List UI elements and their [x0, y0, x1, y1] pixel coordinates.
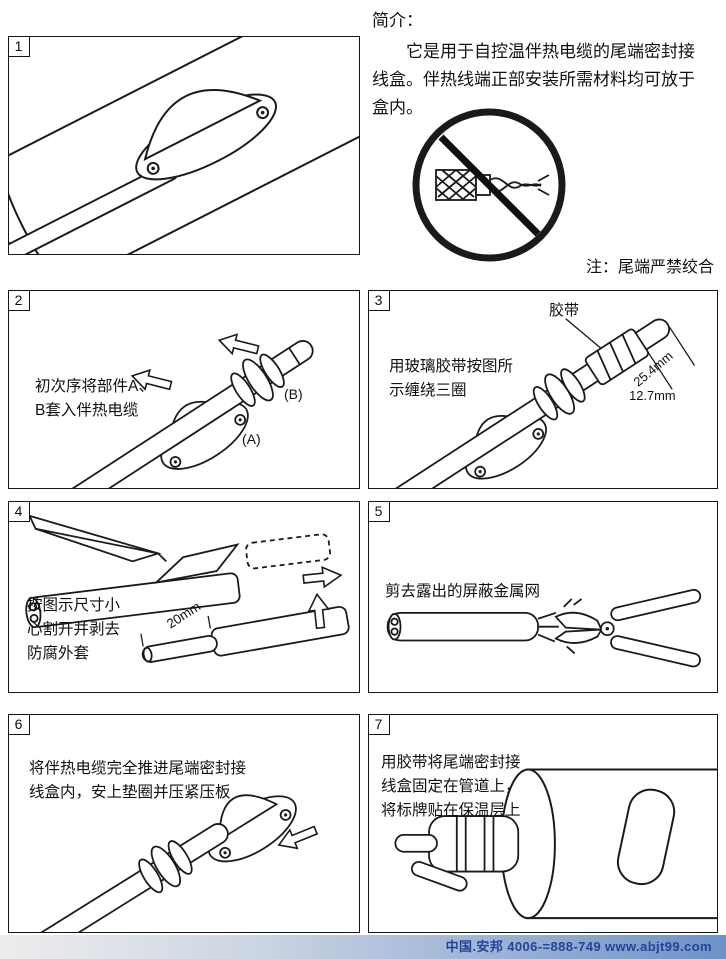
intro-note: 注：尾端严禁绞合: [585, 259, 714, 276]
panel-7-caption: 用胶带将尾端密封接 线盒固定在管道上， 将标牌贴在保温层上: [381, 754, 521, 819]
cable-assembly-group: [9, 340, 314, 488]
cut-bits: [563, 598, 583, 655]
braid-section: [435, 169, 477, 201]
pliers-jaw-lower: [554, 628, 603, 644]
washer-2: [167, 840, 193, 875]
prohibition-slash: [438, 134, 541, 237]
heating-cable: [9, 823, 229, 932]
dimension-12mm: 12.7mm: [629, 388, 675, 403]
footer-text: 中国.安邦 4006-=888-749 www.abjt99.com: [445, 939, 712, 954]
tape-leader-line: [565, 318, 604, 351]
hollow-arrow-2: [130, 368, 173, 391]
pliers-handle-upper: [610, 588, 702, 622]
panel-3: 3 用玻璃胶带按图所 示缠绕三圈 胶带: [367, 289, 718, 489]
intro-title: 简介：: [372, 11, 423, 30]
prohibition-circle: [412, 108, 566, 262]
end-seal-box: [428, 815, 520, 873]
pliers: [554, 588, 702, 668]
hollow-arrow-1: [217, 333, 260, 356]
panel-6: 6 将伴热电缆完全推进尾端密封接 线盒内，安上垫圈并压紧压板: [7, 713, 360, 933]
heating-cable: [369, 318, 671, 488]
slide-parts-on-cable-illustration: [9, 333, 314, 488]
part-b-label: (B): [284, 386, 303, 402]
panel-2-number: 2: [7, 289, 30, 311]
cable-body: [386, 611, 539, 642]
knife-group: [27, 514, 167, 563]
cable-assembly-group: [369, 318, 696, 488]
insulated-pipe: [500, 768, 717, 920]
marker-label-plate: [616, 788, 676, 886]
part-b-washer-2: [259, 353, 285, 388]
seal-box-dome: [143, 88, 263, 162]
cable-tail: [394, 834, 438, 853]
panel-3-caption: 用玻璃胶带按图所 示缠绕三圈: [389, 358, 514, 399]
sealed-end-assembly: [394, 815, 520, 892]
assembly-group: [9, 794, 297, 932]
push-cable-into-box-illustration: [9, 794, 319, 932]
hollow-arrow-right: [302, 565, 343, 589]
pliers-handle-lower: [610, 635, 701, 668]
braid-stubs: [537, 611, 559, 643]
panel-7: 7 用胶带将尾端密封接 线盒固定在管道上， 将标牌贴在保温层上: [367, 713, 718, 933]
no-twisting-prohibition-sign: [412, 108, 566, 262]
part-a-label: (A): [242, 431, 261, 447]
panel-5-number: 5: [367, 500, 390, 522]
pipe-edges: [526, 768, 717, 920]
part-b-washer-1: [230, 372, 256, 407]
grommet: [150, 845, 182, 888]
flat-cable: [386, 598, 583, 655]
tape-label: 胶带: [549, 302, 580, 319]
panel-1-number: 1: [7, 35, 30, 57]
inner-cable: [141, 634, 218, 663]
cut-braid-illustration: [386, 588, 702, 668]
panel-1: 1: [7, 35, 360, 255]
jacket-remaining: [210, 605, 350, 657]
direction-arrows: [302, 565, 343, 630]
pipe-end-face: [348, 37, 359, 110]
pipe-with-end-seal-illustration: [9, 37, 359, 254]
knife-blade: [27, 514, 162, 563]
dimension-tick-2: [669, 326, 696, 366]
panel-4-caption: 按图示尺寸小 心割开并剥去 防腐外套: [27, 597, 121, 662]
footer-bar: 中国.安邦 4006-=888-749 www.abjt99.com: [0, 935, 726, 959]
pipe-top-edge: [9, 37, 350, 208]
cable-bend: [410, 860, 468, 892]
part-b-washer-1: [532, 386, 559, 421]
panel-7-number: 7: [367, 713, 390, 735]
slide-direction-arrows: [130, 333, 260, 391]
stripped-cable: [140, 605, 350, 663]
panel-6-caption: 将伴热电缆完全推进尾端密封接 线盒内，安上垫圈并压紧压板: [29, 760, 247, 801]
cable-end-drawing: [435, 169, 550, 201]
peeled-flap: [153, 543, 240, 584]
pipe-group: [9, 37, 359, 254]
part-b-grommet: [242, 358, 274, 402]
twisted-wire-2: [489, 181, 542, 193]
panel-2-caption: 初次序将部件A、 B套入伴热电缆: [35, 378, 154, 419]
twisted-wire-1: [489, 177, 542, 189]
removed-jacket-ghost: [245, 533, 331, 570]
panel-5-caption: 剪去露出的屏蔽金属网: [385, 583, 541, 600]
pipe-bottom-edge: [9, 107, 359, 254]
washer-1: [138, 858, 164, 894]
hollow-arrow-up: [307, 592, 331, 630]
intro-body: 它是用于自控温伴热电缆的尾端密封接 线盒。伴热线端正部安装所需材料均可放于 盒内…: [372, 42, 695, 117]
tape-wrap-illustration: 25.4mm 12.7mm: [369, 318, 696, 488]
cable-being-slit: [25, 533, 331, 629]
panel-4-number: 4: [7, 500, 30, 522]
dimension-tick-1: [646, 350, 673, 390]
part-b-washer-2: [560, 368, 586, 403]
pipe-strap-line-2: [9, 157, 69, 254]
finished-installation-illustration: [394, 768, 717, 920]
panel-3-number: 3: [367, 289, 390, 311]
intro-section: 简介： 它是用于自控温伴热电缆的尾端密封接 线盒。伴热线端正部安装所需材料均可放…: [372, 8, 718, 278]
panel-6-number: 6: [7, 713, 30, 735]
push-direction-arrow: [277, 825, 319, 850]
panel-2: 2 初次序将部件A、 B套入伴热电缆 (B) (A): [7, 289, 360, 489]
panel-5: 5 剪去露出的屏蔽金属网: [367, 500, 718, 693]
strip-jacket-illustration: 20mm: [25, 514, 350, 663]
panel-4: 4 按图示尺寸小 心割开并剥去 防腐外套: [7, 500, 360, 693]
pliers-jaw-upper: [554, 611, 603, 631]
